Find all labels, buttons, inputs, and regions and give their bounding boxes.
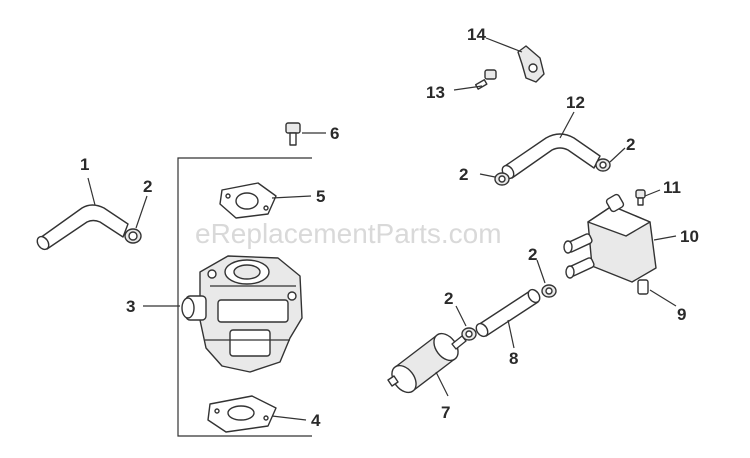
callout-1: 1 <box>80 155 89 174</box>
leader-8 <box>507 319 515 349</box>
clamp-part-2-filter[interactable] <box>461 327 477 341</box>
leader-12 <box>559 111 575 139</box>
callout-9: 9 <box>677 305 686 324</box>
callout-2-hose12-right: 2 <box>626 135 635 154</box>
screw-part-11[interactable] <box>635 189 646 206</box>
callout-12: 12 <box>566 93 585 112</box>
callout-4: 4 <box>311 411 321 430</box>
clamp-part-2-pump[interactable] <box>541 284 557 298</box>
callout-10: 10 <box>680 227 699 246</box>
watermark-text: eReplacementParts.com <box>195 218 502 249</box>
leader-2c <box>609 147 626 163</box>
leader-2a <box>135 195 148 229</box>
callout-3: 3 <box>126 297 135 316</box>
tube-part-8[interactable] <box>474 287 542 338</box>
callout-13: 13 <box>426 83 445 102</box>
leader-13 <box>453 85 483 91</box>
leader-7 <box>435 371 449 397</box>
leader-14 <box>485 37 523 53</box>
screw-part-6[interactable] <box>285 122 301 146</box>
hose-part-12[interactable] <box>500 133 601 181</box>
hose-part-1[interactable] <box>35 204 129 252</box>
callout-7: 7 <box>441 403 450 422</box>
leader-2d <box>536 259 546 284</box>
leader-9 <box>649 289 677 307</box>
leader-5 <box>271 195 312 199</box>
leader-2e <box>455 305 467 327</box>
callout-2-pump: 2 <box>528 245 537 264</box>
leader-1 <box>87 177 96 206</box>
callout-2-filter: 2 <box>444 289 453 308</box>
clip-part-14[interactable] <box>517 45 545 83</box>
callout-2-hose12-left: 2 <box>459 165 468 184</box>
leader-4 <box>271 415 307 421</box>
gasket-part-4[interactable] <box>207 395 277 433</box>
callout-2-hose1: 2 <box>143 177 152 196</box>
leader-11 <box>644 189 661 197</box>
callout-11: 11 <box>663 178 681 197</box>
fuel-pump-part-10[interactable] <box>563 193 657 295</box>
carburetor-group-bracket <box>177 157 312 437</box>
callout-6: 6 <box>330 124 339 143</box>
clamp-part-2-left[interactable] <box>124 228 142 244</box>
clamp-part-2-hose12-left[interactable] <box>494 172 510 186</box>
callout-5: 5 <box>316 187 325 206</box>
leader-10 <box>653 235 677 241</box>
leader-2b <box>479 173 496 178</box>
clamp-part-2-hose12-right[interactable] <box>595 158 611 172</box>
callout-8: 8 <box>509 349 518 368</box>
callout-14: 14 <box>467 25 486 44</box>
fuel-filter-part-7[interactable] <box>387 329 467 397</box>
gasket-part-5[interactable] <box>219 182 277 219</box>
carburetor-part-3[interactable] <box>181 255 303 373</box>
